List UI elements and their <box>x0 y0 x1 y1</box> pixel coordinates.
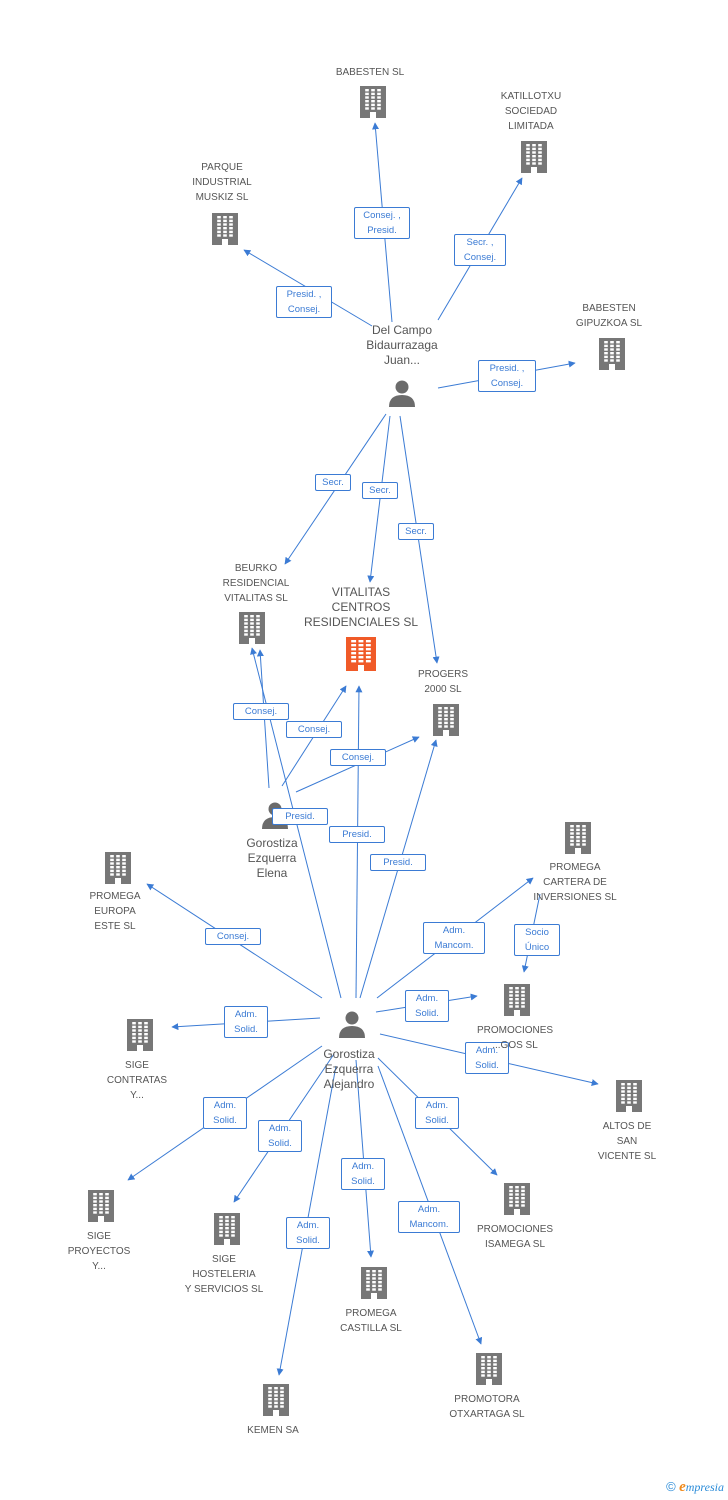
person-icon[interactable] <box>389 380 415 408</box>
company-label[interactable]: VITALITAS CENTROS RESIDENCIALES SL <box>303 585 419 629</box>
building-icon[interactable] <box>212 213 238 245</box>
company-label[interactable]: SIGE HOSTELERIA Y SERVICIOS SL <box>184 1254 264 1295</box>
relation-label[interactable]: Consej. <box>286 721 342 738</box>
relation-label[interactable]: Adm. Solid. <box>341 1158 385 1190</box>
company-label[interactable]: BEURKO RESIDENCIAL VITALITAS SL <box>222 563 290 604</box>
building-icon[interactable] <box>361 1267 387 1299</box>
building-icon[interactable] <box>504 984 530 1016</box>
company-label[interactable]: PARQUE INDUSTRIAL MUSKIZ SL <box>192 162 252 203</box>
relation-label[interactable]: Presid. <box>329 826 385 843</box>
relation-label[interactable]: Adm. Solid. <box>203 1097 247 1129</box>
person-label[interactable]: Gorostiza Ezquerra Elena <box>246 836 298 880</box>
relation-label[interactable]: Adm. Mancom. <box>423 922 485 954</box>
company-label[interactable]: PROGERS 2000 SL <box>417 669 468 695</box>
company-label[interactable]: BABESTEN SL <box>335 67 405 78</box>
relation-label[interactable]: Adm. Solid. <box>465 1042 509 1074</box>
relation-label[interactable]: Presid. , Consej. <box>478 360 536 392</box>
person-label[interactable]: Gorostiza Ezquerra Alejandro <box>323 1047 375 1091</box>
relation-label[interactable]: Adm. Solid. <box>224 1006 268 1038</box>
relation-label[interactable]: Socio Único <box>514 924 560 956</box>
relation-label[interactable]: Consej. <box>233 703 289 720</box>
building-icon[interactable] <box>433 704 459 736</box>
relation-label[interactable]: Adm. Solid. <box>286 1217 330 1249</box>
relation-label[interactable]: Presid. <box>370 854 426 871</box>
company-label[interactable]: PROMOCIONES ISAMEGA SL <box>476 1224 554 1250</box>
company-label[interactable]: PROMOTORA OTXARTAGA SL <box>449 1394 525 1420</box>
person-label[interactable]: Del Campo Bidaurrazaga Juan... <box>366 323 438 367</box>
relation-label[interactable]: Secr. <box>362 482 398 499</box>
brand-logo-text: mpresia <box>685 1480 724 1494</box>
building-icon[interactable] <box>263 1384 289 1416</box>
building-icon[interactable] <box>504 1183 530 1215</box>
company-label[interactable]: ALTOS DE SAN VICENTE SL <box>597 1121 657 1162</box>
company-label[interactable]: KEMEN SA <box>247 1425 299 1436</box>
relation-label[interactable]: Consej. <box>205 928 261 945</box>
relation-label[interactable]: Consej. <box>330 749 386 766</box>
company-label[interactable]: KATILLOTXU SOCIEDAD LIMITADA <box>500 91 562 132</box>
relation-label[interactable]: Consej. , Presid. <box>354 207 410 239</box>
edge-delcampo-vitalitas <box>367 415 391 583</box>
building-icon[interactable] <box>599 338 625 370</box>
building-icon[interactable] <box>239 612 265 644</box>
relation-label[interactable]: Secr. <box>398 523 434 540</box>
company-label[interactable]: PROMOCIONES ...GOS SL <box>476 1025 554 1051</box>
footer-brand: © empresia <box>666 1479 724 1496</box>
copyright-symbol: © <box>666 1479 676 1494</box>
company-label[interactable]: BABESTEN GIPUZKOA SL <box>575 303 643 329</box>
brand-logo-letter: e <box>679 1479 686 1495</box>
building-icon[interactable] <box>476 1353 502 1385</box>
building-icon[interactable] <box>616 1080 642 1112</box>
building-icon[interactable] <box>346 637 376 671</box>
relation-label[interactable]: Presid. <box>272 808 328 825</box>
relation-label[interactable]: Presid. , Consej. <box>276 286 332 318</box>
building-icon[interactable] <box>521 141 547 173</box>
building-icon[interactable] <box>214 1213 240 1245</box>
relation-label[interactable]: Secr. <box>315 474 351 491</box>
building-icon[interactable] <box>88 1190 114 1222</box>
building-icon[interactable] <box>127 1019 153 1051</box>
relation-label[interactable]: Adm. Mancom. <box>398 1201 460 1233</box>
relation-label[interactable]: Adm. Solid. <box>258 1120 302 1152</box>
company-label[interactable]: SIGE CONTRATAS Y... <box>106 1060 168 1101</box>
building-icon[interactable] <box>360 86 386 118</box>
relation-label[interactable]: Adm. Solid. <box>405 990 449 1022</box>
relation-label[interactable]: Adm. Solid. <box>415 1097 459 1129</box>
relation-label[interactable]: Secr. , Consej. <box>454 234 506 266</box>
company-label[interactable]: SIGE PROYECTOS Y... <box>67 1231 131 1272</box>
person-icon[interactable] <box>339 1011 365 1039</box>
company-label[interactable]: PROMEGA EUROPA ESTE SL <box>89 891 141 932</box>
building-icon[interactable] <box>565 822 591 854</box>
company-label[interactable]: PROMEGA CASTILLA SL <box>340 1308 402 1334</box>
building-icon[interactable] <box>105 852 131 884</box>
company-label[interactable]: PROMEGA CARTERA DE INVERSIONES SL <box>533 862 617 903</box>
